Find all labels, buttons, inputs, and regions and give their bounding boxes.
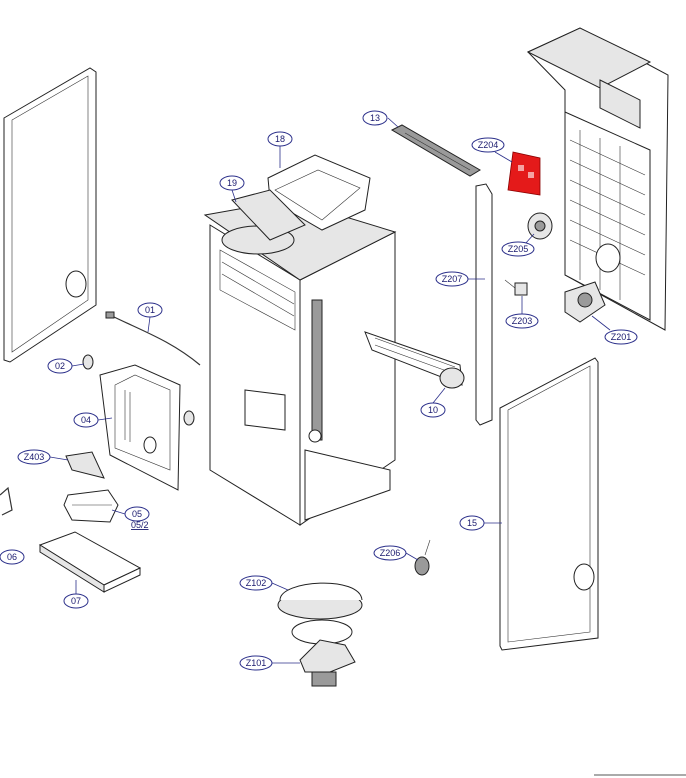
callout-04-label: 04 xyxy=(81,415,91,425)
callout-06[interactable]: 06 xyxy=(0,549,25,565)
z101-fan-wheel[interactable] xyxy=(299,639,356,687)
baffle-plate[interactable] xyxy=(231,189,306,241)
callout-04[interactable]: 04 xyxy=(73,412,113,428)
callout-05-2-label[interactable]: 05/2 xyxy=(131,520,149,530)
callout-z403[interactable]: Z403 xyxy=(17,449,69,465)
callout-10[interactable]: 10 xyxy=(420,387,446,418)
callout-19[interactable]: 19 xyxy=(219,175,245,203)
left-side-panel[interactable] xyxy=(3,67,97,363)
z204-control-board-highlighted[interactable] xyxy=(507,151,541,196)
callout-z102[interactable]: Z102 xyxy=(239,575,289,591)
callout-06-label: 06 xyxy=(7,552,17,562)
callout-z206-label: Z206 xyxy=(380,548,401,558)
callout-z201-label: Z201 xyxy=(611,332,632,342)
callout-13-label: 13 xyxy=(370,113,380,123)
callout-02-label: 02 xyxy=(55,361,65,371)
callout-z206[interactable]: Z206 xyxy=(373,545,419,561)
z203-thermostat[interactable] xyxy=(504,279,528,296)
z102-fan-housing[interactable] xyxy=(277,582,363,645)
callout-z203[interactable]: Z203 xyxy=(505,296,539,329)
top-grille-bar[interactable] xyxy=(390,124,481,177)
callout-z204-label: Z204 xyxy=(478,140,499,150)
z206-gasket-ring[interactable] xyxy=(414,539,431,576)
callout-05[interactable]: 05 xyxy=(111,506,150,522)
callout-z403-label: Z403 xyxy=(24,452,45,462)
callout-01[interactable]: 01 xyxy=(137,302,163,333)
callout-07[interactable]: 07 xyxy=(63,580,89,609)
ash-pan[interactable] xyxy=(38,531,142,593)
callout-05-2[interactable]: 05/2 xyxy=(131,520,149,530)
callout-07-label: 07 xyxy=(71,596,81,606)
probe-cable[interactable] xyxy=(105,311,201,366)
rear-panel-assembly[interactable] xyxy=(526,27,669,331)
callout-15-label: 15 xyxy=(467,518,477,528)
callout-z102-label: Z102 xyxy=(246,578,267,588)
callout-18-label: 18 xyxy=(275,134,285,144)
burn-pot[interactable] xyxy=(63,489,119,523)
callout-02[interactable]: 02 xyxy=(47,358,85,374)
callout-19-label: 19 xyxy=(227,178,237,188)
tangential-fan[interactable] xyxy=(364,331,465,389)
z403-part[interactable] xyxy=(65,451,105,479)
callout-05-label: 05 xyxy=(132,509,142,519)
callout-15[interactable]: 15 xyxy=(459,515,502,531)
callout-13[interactable]: 13 xyxy=(362,110,399,128)
stove-body[interactable] xyxy=(203,199,397,526)
callout-z207-label: Z207 xyxy=(442,274,463,284)
callout-01-label: 01 xyxy=(145,305,155,315)
z205-sensor-disc[interactable] xyxy=(527,212,553,240)
right-side-panel[interactable] xyxy=(499,357,599,651)
callout-z101-label: Z101 xyxy=(246,658,267,668)
knob[interactable] xyxy=(82,354,94,370)
z201-motor[interactable] xyxy=(564,281,606,323)
callout-z204[interactable]: Z204 xyxy=(471,137,513,163)
callout-10-label: 10 xyxy=(428,405,438,415)
callout-z205[interactable]: Z205 xyxy=(501,233,535,257)
callout-z101[interactable]: Z101 xyxy=(239,655,300,671)
z207-rod[interactable] xyxy=(475,183,493,426)
partial-part-left xyxy=(0,486,13,516)
callout-z207[interactable]: Z207 xyxy=(435,271,485,287)
callout-z205-label: Z205 xyxy=(508,244,529,254)
callout-18[interactable]: 18 xyxy=(267,131,293,168)
callout-z201[interactable]: Z201 xyxy=(591,315,638,345)
callout-z203-label: Z203 xyxy=(512,316,533,326)
front-frame[interactable] xyxy=(99,364,195,491)
